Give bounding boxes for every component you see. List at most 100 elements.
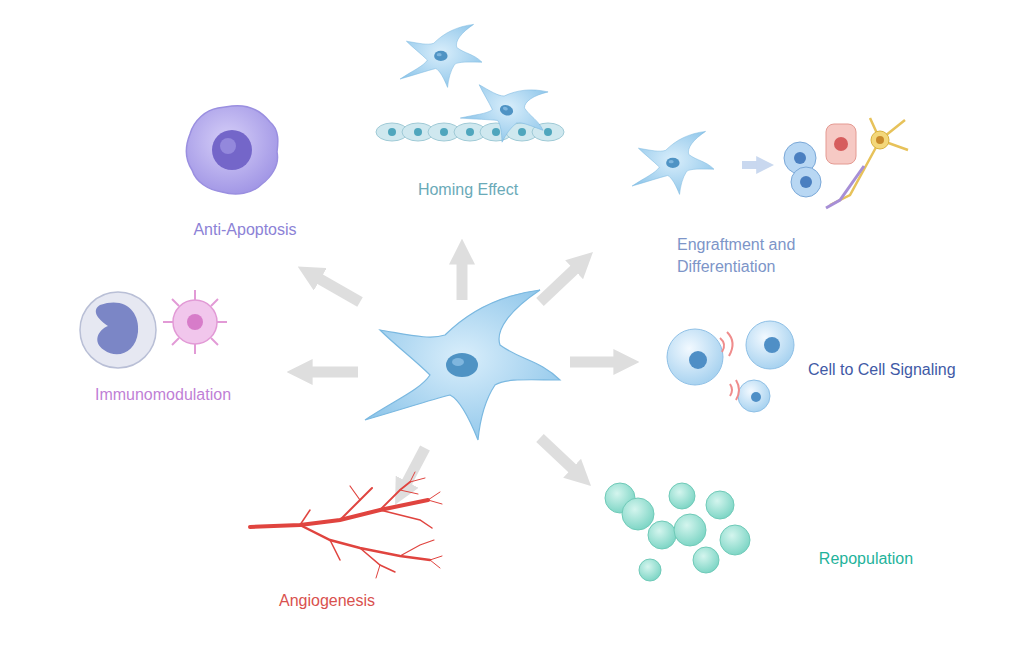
blood-vessels	[376, 565, 380, 578]
block-arrows	[310, 262, 616, 484]
immune-cells	[96, 302, 138, 354]
blood-vessels	[300, 510, 310, 525]
block-arrows	[540, 268, 576, 302]
repopulating-cells	[706, 491, 734, 519]
blood-vessels	[250, 500, 428, 527]
repopulating-cells	[693, 547, 719, 573]
concept-label: Engraftment and Differentiation	[677, 234, 827, 279]
differentiation-illustration	[791, 167, 821, 197]
differentiation-illustration	[871, 131, 889, 149]
differentiation-illustration	[632, 131, 714, 194]
apoptotic-cell	[220, 138, 236, 154]
homing-illustration	[440, 128, 448, 136]
immune-cells	[80, 290, 227, 368]
blood-vessels	[300, 525, 430, 560]
differentiation-illustration	[826, 166, 864, 208]
central-stem-cell	[365, 290, 560, 440]
block-arrows	[457, 262, 468, 300]
signaling-cells	[720, 332, 739, 400]
differentiation-illustration	[826, 124, 856, 164]
apoptotic-cell	[212, 130, 252, 170]
homing-illustration	[376, 24, 564, 154]
apoptotic-cell	[187, 106, 278, 194]
block-arrows	[570, 357, 616, 368]
blood-vessels	[330, 540, 340, 560]
signaling-cells	[667, 321, 794, 412]
block-arrows	[318, 278, 360, 302]
blood-vessels	[350, 486, 360, 500]
concept-label: Anti-Apoptosis	[193, 219, 296, 241]
signaling-cells	[738, 380, 770, 412]
homing-illustration	[400, 24, 482, 87]
immune-cells	[163, 321, 173, 323]
blood-vessels	[410, 472, 425, 482]
homing-illustration	[457, 67, 556, 154]
blood-vessels	[250, 472, 442, 578]
blood-vessels	[360, 548, 395, 572]
repopulating-cells	[622, 498, 654, 530]
immune-cells	[194, 290, 196, 300]
homing-illustration	[466, 128, 474, 136]
immune-cells	[194, 344, 196, 354]
differentiation-illustration	[742, 161, 758, 169]
immune-cells	[187, 314, 203, 330]
immune-cells	[217, 321, 227, 323]
concept-label: Angiogenesis	[279, 590, 375, 612]
signaling-cells	[736, 380, 739, 400]
concept-label: Homing Effect	[418, 179, 518, 201]
signaling-cells	[764, 337, 780, 353]
homing-illustration	[388, 128, 552, 136]
homing-illustration	[518, 128, 526, 136]
apoptotic-cell	[187, 106, 278, 194]
block-arrows	[310, 367, 358, 378]
homing-illustration	[388, 128, 396, 136]
concept-label: Cell to Cell Signaling	[808, 359, 956, 381]
signaling-cells	[727, 332, 733, 356]
concept-label: Repopulation	[819, 548, 913, 570]
immune-cells	[163, 290, 227, 354]
signaling-cells	[746, 321, 794, 369]
immune-cells	[211, 299, 218, 306]
differentiation-illustration	[632, 131, 714, 194]
repopulating-cells	[669, 483, 695, 509]
homing-illustration	[492, 128, 500, 136]
homing-illustration	[457, 67, 556, 154]
signaling-cells	[730, 384, 732, 396]
blood-vessels	[430, 556, 442, 568]
homing-illustration	[414, 128, 422, 136]
differentiation-illustration	[876, 136, 884, 144]
repopulating-cells	[720, 525, 750, 555]
immune-cells	[80, 292, 156, 368]
signaling-cells	[751, 392, 761, 402]
differentiation-illustration	[834, 137, 848, 151]
immune-cells	[173, 300, 217, 344]
concept-label: Immunomodulation	[95, 384, 231, 406]
blood-vessels	[380, 510, 432, 528]
differentiation-illustration	[800, 176, 812, 188]
block-arrows	[540, 438, 574, 470]
repopulating-cells	[639, 559, 661, 581]
signaling-cells	[720, 338, 724, 352]
blood-vessels	[400, 490, 418, 494]
immune-cells	[172, 299, 179, 306]
blood-vessels	[380, 482, 410, 510]
repopulating-cells	[674, 514, 706, 546]
blood-vessels	[428, 492, 442, 504]
differentiation-illustration	[830, 118, 908, 205]
differentiation-illustration	[794, 152, 806, 164]
homing-illustration	[400, 24, 482, 87]
central-stem-cell	[365, 290, 560, 440]
blood-vessels	[400, 540, 434, 556]
repopulating-cells	[648, 521, 676, 549]
block-arrows	[406, 448, 425, 484]
signaling-cells	[689, 351, 707, 369]
signaling-cells	[667, 329, 723, 385]
differentiation-illustration	[632, 118, 908, 208]
immune-cells	[211, 338, 218, 345]
repopulating-cells	[605, 483, 750, 581]
immune-cells	[172, 338, 179, 345]
blood-vessels	[340, 488, 372, 520]
homing-illustration	[544, 128, 552, 136]
